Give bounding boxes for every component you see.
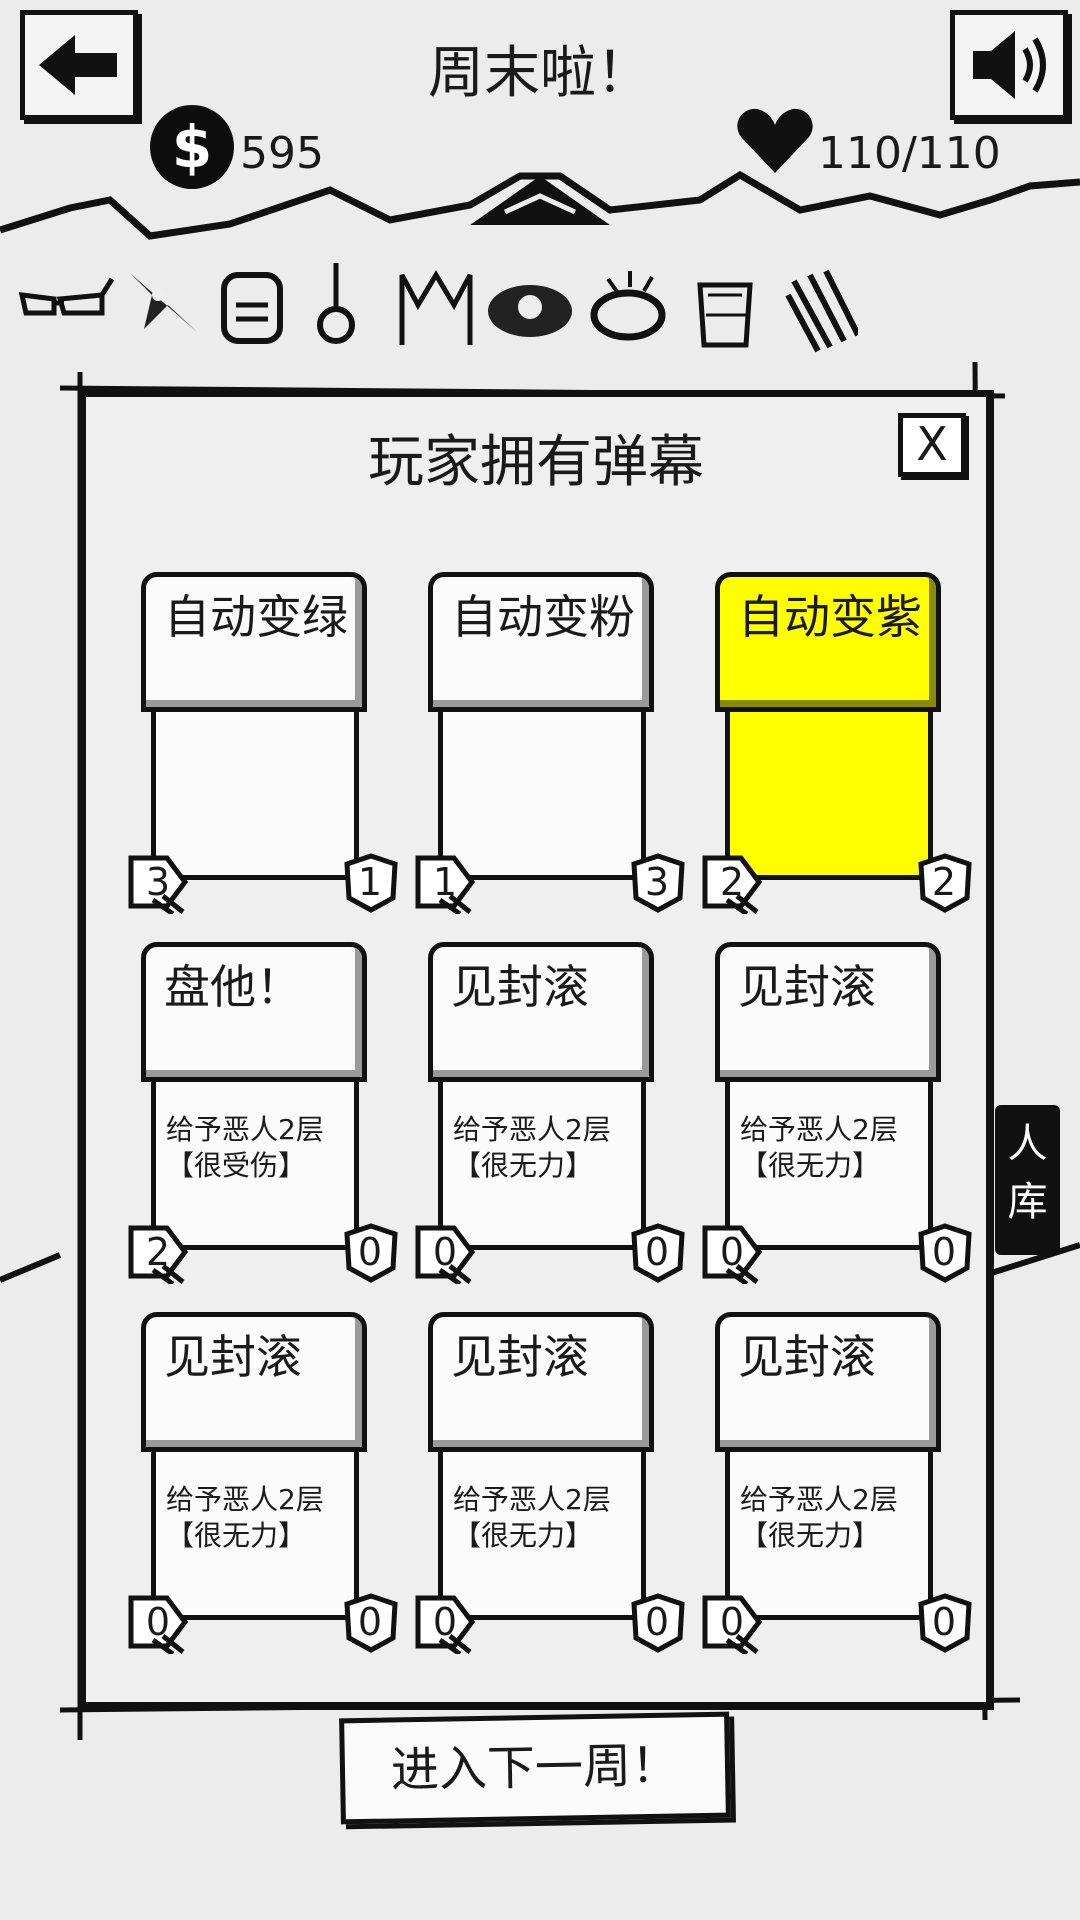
- cost-value: 0: [432, 1600, 458, 1644]
- card-description: 给予恶人2层【很无力】: [725, 1452, 933, 1620]
- card-description: [438, 712, 646, 880]
- power-value: 0: [644, 1600, 670, 1644]
- cost-badge: 0: [127, 1592, 189, 1654]
- cost-value: 0: [719, 1600, 745, 1644]
- money-count: 595: [240, 128, 324, 179]
- power-badge: 0: [913, 1222, 975, 1284]
- danmaku-card[interactable]: 盘他！给予恶人2层【很受伤】2 0: [128, 942, 398, 1302]
- power-value: 0: [644, 1230, 670, 1274]
- power-badge: 0: [339, 1592, 401, 1654]
- card-description: 给予恶人2层【很无力】: [151, 1452, 359, 1620]
- bird-icon[interactable]: [130, 273, 198, 333]
- cost-value: 2: [719, 860, 745, 904]
- danmaku-card[interactable]: 见封滚给予恶人2层【很无力】0 0: [415, 942, 685, 1302]
- danmaku-card[interactable]: 自动变绿 3 1: [128, 572, 398, 932]
- danmaku-card[interactable]: 见封滚给予恶人2层【很无力】0 0: [702, 942, 972, 1302]
- power-value: 2: [931, 860, 957, 904]
- cost-badge: 0: [414, 1592, 476, 1654]
- cost-value: 0: [432, 1230, 458, 1274]
- danmaku-card[interactable]: 见封滚给予恶人2层【很无力】0 0: [702, 1312, 972, 1672]
- arrow-left-icon: [39, 35, 117, 95]
- hp-count: 110/110: [818, 128, 1001, 179]
- power-badge: 2: [913, 852, 975, 914]
- card-name: 见封滚: [428, 942, 654, 1082]
- back-button[interactable]: [20, 10, 138, 120]
- power-value: 3: [644, 860, 670, 904]
- coin-icon: $: [150, 105, 234, 189]
- crown-icon[interactable]: [399, 270, 473, 345]
- card-description: 给予恶人2层【很无力】: [438, 1452, 646, 1620]
- cost-badge: 0: [701, 1222, 763, 1284]
- cost-value: 3: [145, 860, 171, 904]
- cost-badge: 2: [127, 1222, 189, 1284]
- sound-button[interactable]: [950, 10, 1068, 120]
- card-name: 见封滚: [715, 1312, 941, 1452]
- side-tab[interactable]: 人库: [995, 1105, 1060, 1255]
- power-value: 0: [357, 1230, 383, 1274]
- card-description: 给予恶人2层【很受伤】: [151, 1082, 359, 1250]
- card-name: 自动变绿: [141, 572, 367, 712]
- cost-value: 0: [145, 1600, 171, 1644]
- card-name: 自动变粉: [428, 572, 654, 712]
- power-value: 0: [931, 1600, 957, 1644]
- danmaku-card[interactable]: 自动变粉 1 3: [415, 572, 685, 932]
- power-badge: 0: [626, 1222, 688, 1284]
- card-description: [725, 712, 933, 880]
- danmaku-card[interactable]: 见封滚给予恶人2层【很无力】0 0: [128, 1312, 398, 1672]
- eye-icon[interactable]: [488, 285, 572, 337]
- card-description: 给予恶人2层【很无力】: [725, 1082, 933, 1250]
- ring-icon[interactable]: [317, 263, 355, 344]
- power-value: 0: [357, 1600, 383, 1644]
- cost-value: 0: [719, 1230, 745, 1274]
- glasses-icon[interactable]: [18, 277, 115, 316]
- power-value: 1: [357, 860, 383, 904]
- power-badge: 0: [626, 1592, 688, 1654]
- jar-icon[interactable]: [697, 282, 753, 348]
- page-title: 周末啦！: [428, 41, 652, 106]
- cost-value: 1: [432, 860, 458, 904]
- cost-badge: 0: [414, 1222, 476, 1284]
- card-description: 给予恶人2层【很无力】: [438, 1082, 646, 1250]
- cost-badge: 1: [414, 852, 476, 914]
- panel-title: 玩家拥有弹幕: [368, 430, 704, 495]
- category-icon-row: [18, 263, 858, 353]
- card-name: 盘他！: [141, 942, 367, 1082]
- cost-value: 2: [145, 1230, 171, 1274]
- speaker-icon: [973, 31, 1046, 99]
- backpack-icon[interactable]: [221, 272, 283, 344]
- power-badge: 1: [339, 852, 401, 914]
- sticks-icon[interactable]: [785, 269, 858, 353]
- card-description: [151, 712, 359, 880]
- card-name: 见封滚: [141, 1312, 367, 1452]
- card-name: 见封滚: [428, 1312, 654, 1452]
- next-week-button[interactable]: 进入下一周！: [339, 1711, 731, 1825]
- heart-icon: [737, 108, 813, 173]
- cost-badge: 3: [127, 852, 189, 914]
- power-badge: 0: [913, 1592, 975, 1654]
- danmaku-card[interactable]: 见封滚给予恶人2层【很无力】0 0: [415, 1312, 685, 1672]
- card-name: 见封滚: [715, 942, 941, 1082]
- close-button[interactable]: X: [898, 413, 966, 477]
- power-badge: 0: [339, 1222, 401, 1284]
- power-badge: 3: [626, 852, 688, 914]
- card-name: 自动变紫: [715, 572, 941, 712]
- danmaku-card[interactable]: 自动变紫 2 2: [702, 572, 972, 932]
- cost-badge: 2: [701, 852, 763, 914]
- coin-stack-icon[interactable]: [590, 271, 666, 341]
- cost-badge: 0: [701, 1592, 763, 1654]
- power-value: 0: [931, 1230, 957, 1274]
